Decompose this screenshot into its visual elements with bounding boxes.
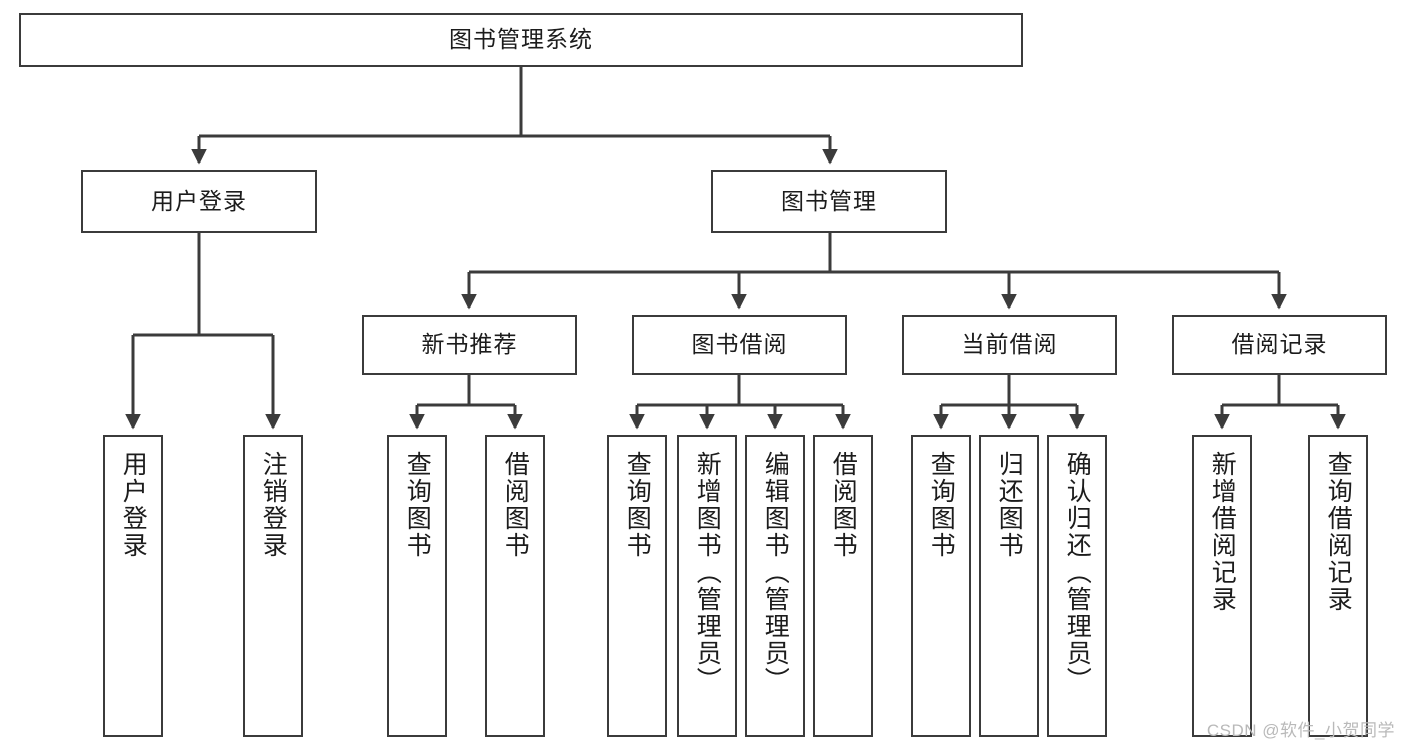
node-label: 借阅图书 [501, 451, 530, 559]
node-user-login[interactable]: 用户登录 [81, 170, 317, 233]
node-leaf-new-book-query[interactable]: 查询图书 [387, 435, 447, 737]
node-label: 新书推荐 [421, 331, 518, 358]
node-leaf-borrow-book[interactable]: 借阅图书 [813, 435, 873, 737]
node-label: 图书管理 [781, 187, 877, 214]
node-label: 查询图书 [927, 451, 956, 559]
node-label: 编辑图书（管理员） [761, 451, 790, 694]
node-leaf-current-return[interactable]: 归还图书 [979, 435, 1039, 737]
node-label: 注销登录 [259, 451, 288, 559]
node-current-borrow[interactable]: 当前借阅 [902, 315, 1117, 375]
watermark: CSDN @软件_小贺同学 [1206, 721, 1395, 740]
node-leaf-borrow-add-book[interactable]: 新增图书（管理员） [677, 435, 737, 737]
node-leaf-current-query[interactable]: 查询图书 [911, 435, 971, 737]
node-leaf-current-confirm-return[interactable]: 确认归还（管理员） [1047, 435, 1107, 737]
node-label: 确认归还（管理员） [1063, 451, 1092, 694]
node-label: 图书借阅 [691, 331, 788, 358]
node-leaf-user-login[interactable]: 用户登录 [103, 435, 163, 737]
node-leaf-borrow-query[interactable]: 查询图书 [607, 435, 667, 737]
node-label: 图书管理系统 [449, 26, 593, 53]
node-root-system[interactable]: 图书管理系统 [19, 13, 1023, 67]
node-label: 查询图书 [403, 451, 432, 559]
node-label: 归还图书 [995, 451, 1024, 559]
node-label: 借阅图书 [829, 451, 858, 559]
node-leaf-record-add[interactable]: 新增借阅记录 [1192, 435, 1252, 737]
node-leaf-record-query[interactable]: 查询借阅记录 [1308, 435, 1368, 737]
node-label: 查询图书 [623, 451, 652, 559]
node-label: 新增借阅记录 [1208, 451, 1237, 613]
node-label: 用户登录 [151, 187, 247, 214]
node-label: 用户登录 [119, 451, 148, 559]
node-book-borrow[interactable]: 图书借阅 [632, 315, 847, 375]
node-label: 当前借阅 [961, 331, 1058, 358]
node-leaf-user-logout[interactable]: 注销登录 [243, 435, 303, 737]
node-borrow-record[interactable]: 借阅记录 [1172, 315, 1387, 375]
node-book-management[interactable]: 图书管理 [711, 170, 947, 233]
node-label: 查询借阅记录 [1324, 451, 1353, 613]
node-new-book-recommend[interactable]: 新书推荐 [362, 315, 577, 375]
node-label: 借阅记录 [1231, 331, 1328, 358]
node-leaf-new-book-borrow[interactable]: 借阅图书 [485, 435, 545, 737]
node-label: 新增图书（管理员） [693, 451, 722, 694]
node-leaf-borrow-edit-book[interactable]: 编辑图书（管理员） [745, 435, 805, 737]
